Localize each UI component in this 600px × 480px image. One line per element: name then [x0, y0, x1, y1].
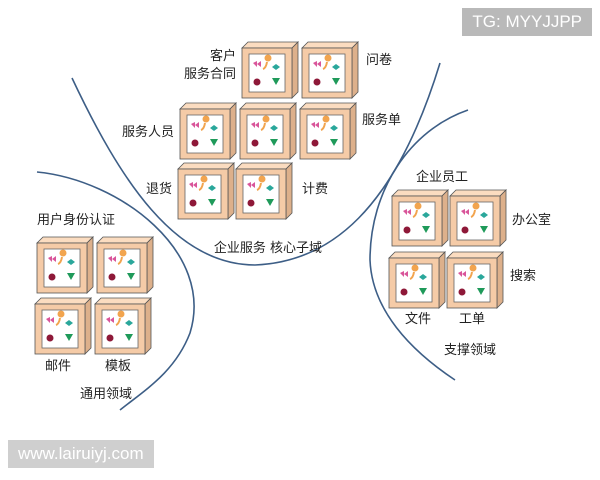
- label-search: 搜索: [510, 269, 536, 284]
- label-billing: 计费: [302, 182, 328, 197]
- label-office: 办公室: [512, 212, 551, 228]
- label-file: 文件: [405, 312, 431, 327]
- entity-box-icon: [34, 297, 92, 355]
- entity-box-icon: [96, 236, 154, 294]
- entity-box-icon: [177, 162, 235, 220]
- watermark-bottom: www.lairuiyj.com: [8, 440, 154, 468]
- label-core-domain: 企业服务 核心子域: [214, 240, 322, 256]
- label-user-auth: 用户身份认证: [37, 212, 115, 228]
- entity-box-icon: [449, 189, 507, 247]
- entity-box-icon: [235, 162, 293, 220]
- label-customer: 客户: [210, 48, 236, 64]
- entity-box-icon: [179, 102, 237, 160]
- generic-domain-boundary: [36, 171, 195, 411]
- label-employee: 企业员工: [416, 169, 468, 185]
- entity-box-icon: [301, 41, 359, 99]
- watermark-top: TG: MYYJJPP: [462, 8, 592, 36]
- label-support-domain: 支撑领域: [444, 343, 496, 358]
- entity-box-icon: [241, 41, 299, 99]
- entity-box-icon: [446, 251, 504, 309]
- entity-box-icon: [36, 236, 94, 294]
- label-template: 模板: [105, 359, 131, 374]
- label-questionnaire: 问卷: [366, 52, 392, 68]
- entity-box-icon: [239, 102, 297, 160]
- support-domain-boundary: [369, 109, 469, 381]
- label-service-contract: 服务合同: [184, 66, 236, 82]
- entity-box-icon: [388, 251, 446, 309]
- label-service-order: 服务单: [362, 112, 401, 128]
- label-return-goods: 退货: [146, 181, 172, 197]
- label-mail: 邮件: [45, 359, 71, 374]
- label-work-order: 工单: [459, 312, 485, 327]
- label-service-staff: 服务人员: [122, 124, 174, 140]
- entity-box-icon: [94, 297, 152, 355]
- entity-box-icon: [391, 189, 449, 247]
- label-generic-domain: 通用领域: [80, 387, 132, 402]
- entity-box-icon: [299, 102, 357, 160]
